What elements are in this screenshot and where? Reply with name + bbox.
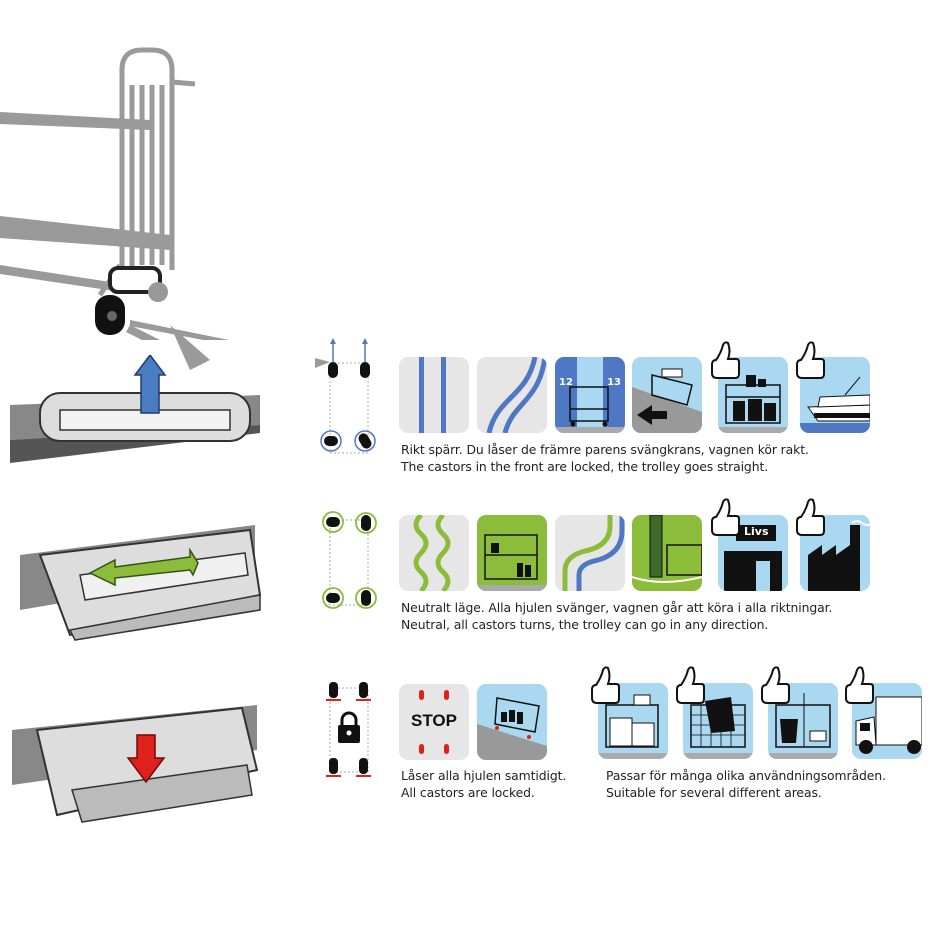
tile-slope bbox=[632, 357, 702, 433]
pedal-lock bbox=[12, 705, 259, 823]
wheel-diagram-lock bbox=[326, 682, 371, 777]
padlock-icon bbox=[338, 711, 360, 743]
thumbs-up-icon bbox=[761, 666, 790, 704]
thumbs-up-icon bbox=[711, 341, 740, 379]
stop-label: STOP bbox=[411, 711, 457, 730]
tile-use-office bbox=[598, 683, 668, 759]
caption-lock-sv: Låser alla hjulen samtidigt. bbox=[401, 768, 567, 783]
wheel-diagram-neutral bbox=[322, 511, 377, 609]
tile-narrow-aisle: 12 13 bbox=[555, 357, 625, 433]
thumbs-up-icon bbox=[845, 666, 874, 704]
caption-neutral-sv: Neutralt läge. Alla hjulen svänger, vagn… bbox=[401, 600, 833, 615]
thumbs-up-icon bbox=[676, 666, 705, 704]
pointer-arrow bbox=[170, 325, 330, 370]
tile-slope-locked bbox=[477, 684, 547, 760]
thumbs-up-icon bbox=[796, 498, 825, 536]
caption-uses-en: Suitable for several different areas. bbox=[606, 785, 822, 800]
caption-lock-en: All castors are locked. bbox=[401, 785, 535, 800]
caption-neutral-en: Neutral, all castors turns, the trolley … bbox=[401, 617, 769, 632]
arrow-left-right-icon bbox=[88, 547, 199, 587]
caption-directional-en: The castors in the front are locked, the… bbox=[401, 459, 769, 474]
tile-wavy-lines bbox=[399, 515, 469, 591]
store-sign: Livs bbox=[744, 525, 769, 538]
tile-use-cleaning bbox=[768, 683, 838, 759]
pedal-neutral bbox=[20, 525, 262, 641]
trolley-illustration bbox=[0, 47, 229, 340]
pedal-directional bbox=[10, 355, 260, 463]
arrow-down-icon bbox=[126, 734, 166, 784]
thumbs-up-icon bbox=[591, 666, 620, 704]
tile-stop: STOP bbox=[399, 684, 469, 760]
wheel-diagram-directional bbox=[320, 338, 376, 454]
tile-use-truck bbox=[852, 683, 922, 759]
arrow-up-icon bbox=[133, 355, 167, 414]
tile-straight-lines bbox=[399, 357, 469, 433]
caption-directional-sv: Rikt spärr. Du låser de främre parens sv… bbox=[401, 442, 809, 457]
tile-curve-turn bbox=[555, 515, 625, 591]
aisle-number-right: 13 bbox=[607, 377, 621, 388]
tile-pillar-turn bbox=[632, 515, 702, 591]
tile-shop-shelves bbox=[477, 515, 547, 591]
thumbs-up-icon bbox=[711, 498, 740, 536]
aisle-number-left: 12 bbox=[559, 377, 573, 388]
thumbs-up-icon bbox=[796, 341, 825, 379]
tile-curved-lines bbox=[477, 357, 547, 433]
caption-uses-sv: Passar för många olika användningsområde… bbox=[606, 768, 886, 783]
